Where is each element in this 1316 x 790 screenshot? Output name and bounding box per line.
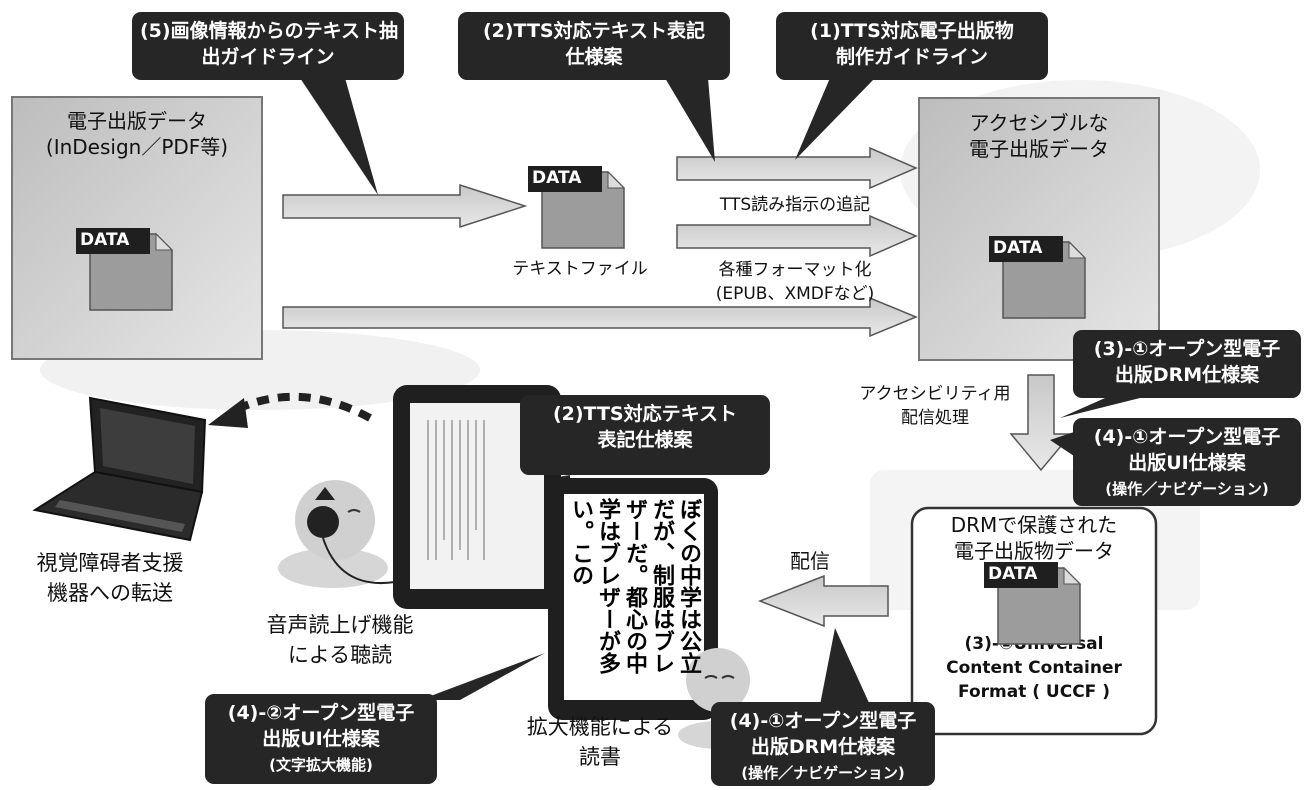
- data-file-icon-text: DATA: [522, 160, 632, 254]
- transfer-dashed-arrow: [233, 392, 372, 422]
- callout-open-ui-spec-right: (4)-①オープン型電子出版UI仕様案(操作／ナビゲーション): [1073, 418, 1301, 506]
- callout-text-extraction-guideline: (5)画像情報からのテキスト抽出ガイドライン: [132, 12, 404, 80]
- drm-box-title: DRMで保護された電子出版物データ: [950, 513, 1118, 563]
- pointer-c2-top: [665, 78, 715, 162]
- callout-open-drm-spec-top: (3)-①オープン型電子出版DRM仕様案: [1073, 330, 1301, 398]
- callout-tts-text-spec-mid: (2)TTS対応テキスト表記仕様案: [520, 395, 770, 475]
- source-box-title: 電子出版データ(InDesign／PDF等): [45, 109, 229, 159]
- arrow-tts-reading: [676, 214, 918, 258]
- callout-open-drm-spec-bottom: (4)-①オープン型電子出版DRM仕様案(操作／ナビゲーション): [711, 702, 935, 786]
- flow-arrows: [282, 146, 1073, 628]
- data-file-icon-source: DATA: [70, 222, 180, 316]
- format-conversion-label: 各種フォーマット化(EPUB、XMDFなど): [715, 260, 875, 304]
- arrow-delivery: [757, 574, 889, 628]
- arrow-to-textfile: [282, 183, 528, 229]
- pointer-c4-1-bottom: [820, 628, 870, 705]
- data-file-icon-accessible: DATA: [983, 230, 1093, 324]
- arrow-formats: [282, 296, 918, 338]
- magnified-book-text: ぼくの中学は公立 だが、制服はブレ ザーだ。都心の中 学はブレザーが多 い。この: [568, 498, 701, 674]
- pointer-c1: [795, 78, 875, 160]
- text-file-label: テキストファイル: [512, 259, 648, 279]
- voice-reading-label: 音声読上げ機能による聴読: [266, 613, 414, 667]
- arrow-tts-spec: [676, 146, 918, 190]
- pointer-c4-1-right: [1050, 430, 1080, 460]
- laptop-illustration: [32, 396, 207, 542]
- magnified-reading-label: 拡大機能による読書: [526, 715, 674, 769]
- tablet-text-lines: [427, 420, 485, 560]
- tts-reading-label: TTS読み指示の追記: [719, 195, 871, 215]
- accessible-box-title: アクセシブルな電子出版データ: [969, 111, 1109, 161]
- pointer-c5: [300, 78, 378, 195]
- data-file-icon-drm: DATA: [978, 556, 1088, 650]
- transfer-label: 視覚障碍者支援機器への転送: [36, 551, 184, 605]
- pointer-c4-2: [420, 653, 545, 700]
- callout-tts-text-spec-top: (2)TTS対応テキスト表記仕様案: [458, 12, 730, 80]
- listener-character: [278, 480, 396, 588]
- accessibility-delivery-label: アクセシビリティ用配信処理: [859, 384, 1011, 428]
- callout-tts-publication-guideline: (1)TTS対応電子出版物制作ガイドライン: [776, 12, 1048, 80]
- arrow-access-delivery: [1009, 374, 1073, 472]
- phone-screen: [564, 494, 704, 700]
- delivery-label: 配信: [790, 549, 830, 573]
- pointer-c3-1-top: [1060, 398, 1140, 418]
- callout-open-ui-magnify-spec: (4)-②オープン型電子出版UI仕様案(文字拡大機能): [205, 694, 437, 784]
- transfer-arrowhead: [208, 398, 248, 428]
